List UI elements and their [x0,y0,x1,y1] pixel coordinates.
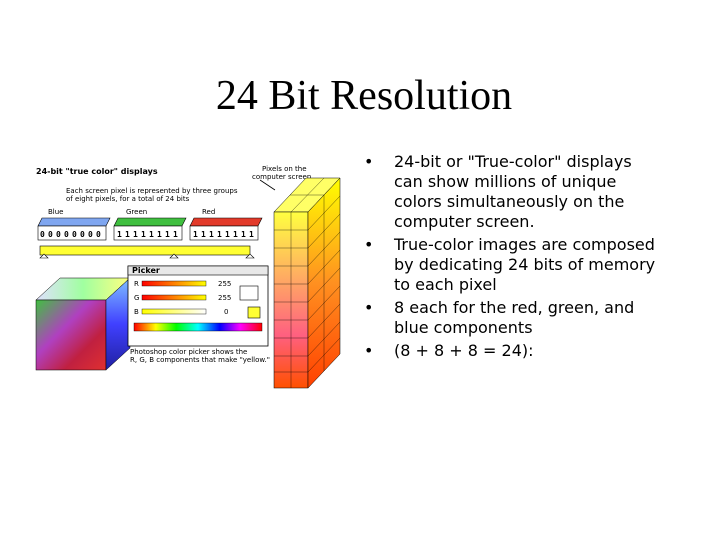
bit: 1 [209,230,214,239]
marker-icon [169,253,179,259]
bullet-text: (8 + 8 + 8 = 24): [394,341,534,360]
yellow-result-bar [39,245,251,256]
bit-group-red: 1 1 1 1 1 1 1 1 [189,217,263,241]
picker-slider-r [141,280,207,287]
bit: 1 [133,230,138,239]
picker-value-r: 255 [218,280,231,288]
picker-channel-b: B [134,308,139,316]
marker-icon [39,253,49,259]
picker-current-swatch [247,306,261,319]
bullet-dot: • [364,298,374,317]
picker-spectrum-bar [133,322,263,332]
slide-title: 24 Bit Resolution [215,73,513,119]
bullet-dot: • [364,235,374,254]
bullet-text: 24-bit or "True-color" displays can show… [394,152,632,231]
bit: 0 [56,230,61,239]
bit: 1 [149,230,154,239]
picker-value-b: 0 [224,308,228,316]
picker-previous-swatch [239,285,259,301]
bit: 1 [233,230,238,239]
picker-note-line2: R, G, B components that make "yellow." [130,356,270,364]
pixels-label-line1: Pixels on the [262,165,307,173]
pixels-label-line2: computer screen [252,173,311,181]
bit: 1 [141,230,146,239]
pixel-wall [273,177,341,389]
bit: 0 [40,230,45,239]
bullet-dot: • [364,341,374,360]
bit: 0 [64,230,69,239]
group-label-green: Green [126,208,147,216]
bit: 0 [72,230,77,239]
bit: 0 [96,230,101,239]
bullet-dot: • [364,152,374,171]
bit: 0 [88,230,93,239]
group-label-blue: Blue [48,208,64,216]
bullet-item: • (8 + 8 + 8 = 24): [362,341,662,361]
bit: 1 [217,230,222,239]
bit: 1 [225,230,230,239]
bit: 1 [249,230,254,239]
bullet-text: 8 each for the red, green, and blue comp… [394,298,635,337]
bit: 1 [165,230,170,239]
group-label-red: Red [202,208,215,216]
rgb-color-cube [35,277,131,371]
color-picker-panel: Picker R 255 G 255 B 0 Photoshop color p… [127,265,270,364]
figure-caption-line2: of eight pixels, for a total of 24 bits [66,195,190,203]
bit-group-green: 1 1 1 1 1 1 1 1 [113,217,187,241]
figure-caption-line1: Each screen pixel is represented by thre… [66,187,238,195]
bit: 1 [117,230,122,239]
bullet-list: • 24-bit or "True-color" displays can sho… [362,152,662,364]
picker-value-g: 255 [218,294,231,302]
picker-note-line1: Photoshop color picker shows the [130,348,247,356]
marker-icon [245,253,255,259]
picker-channel-g: G [134,294,139,302]
bullet-item: • 8 each for the red, green, and blue com… [362,298,662,338]
bit: 1 [173,230,178,239]
picker-slider-g [141,294,207,301]
picker-channel-r: R [134,280,139,288]
bit: 1 [193,230,198,239]
pointer-line [259,179,276,191]
bit: 1 [241,230,246,239]
bit-group-blue: 0 0 0 0 0 0 0 0 [37,217,111,241]
bullet-item: • True-color images are composed by dedic… [362,235,662,295]
bit: 1 [125,230,130,239]
bit: 1 [157,230,162,239]
true-color-illustration: 24-bit "true color" displays Each screen… [35,165,341,389]
bullet-item: • 24-bit or "True-color" displays can sho… [362,152,662,232]
bullet-text: True-color images are composed by dedica… [394,235,656,294]
bit: 1 [201,230,206,239]
bit: 0 [80,230,85,239]
picker-slider-b [141,308,207,315]
picker-title: Picker [132,266,160,275]
bit: 0 [48,230,53,239]
figure-heading: 24-bit "true color" displays [36,167,158,176]
